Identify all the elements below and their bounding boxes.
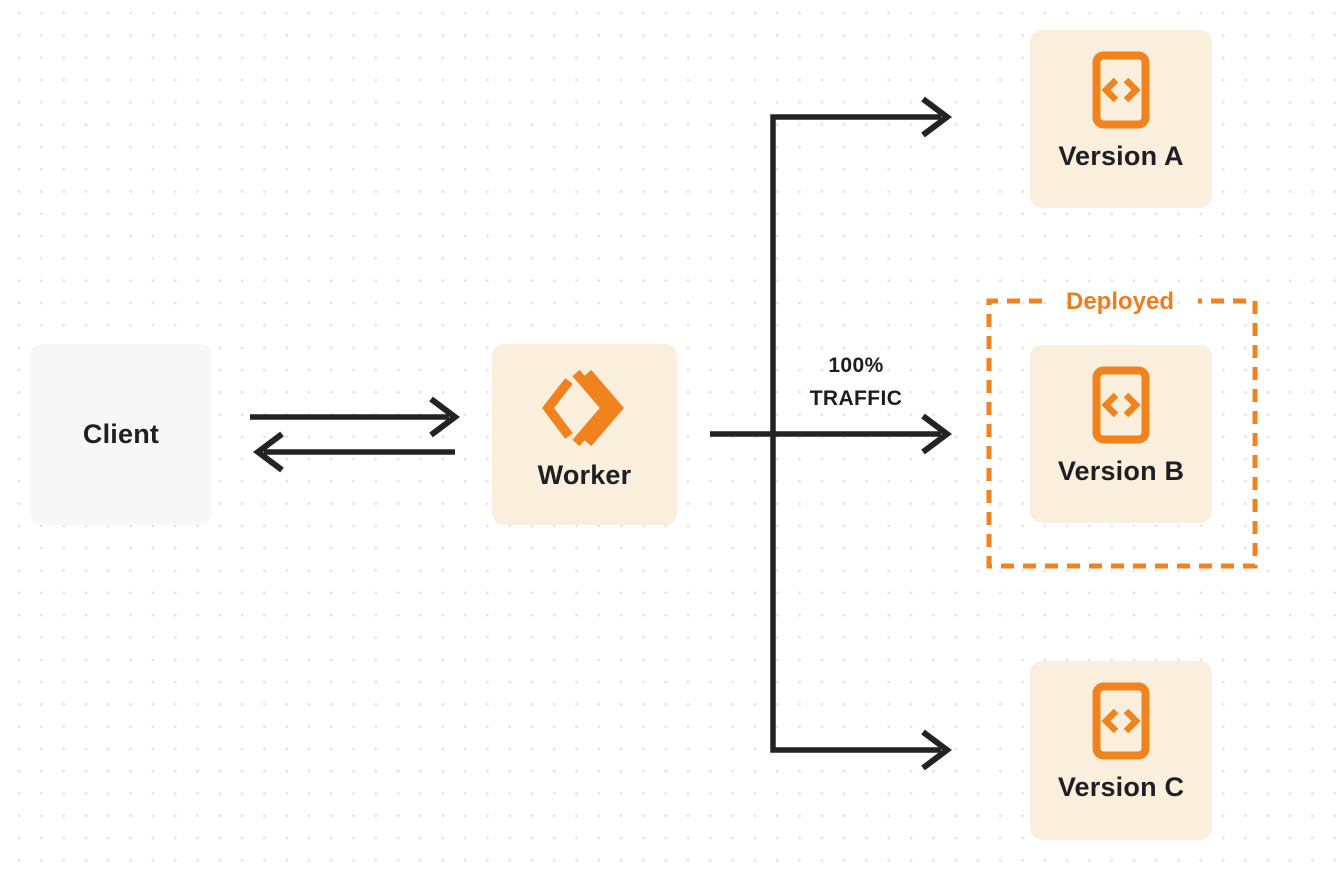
version-b-node: Version B	[1030, 345, 1212, 523]
client-node: Client	[30, 344, 212, 525]
version-b-label: Version B	[1057, 456, 1185, 486]
arrowhead-version-c	[921, 729, 952, 771]
traffic-word: TRAFFIC	[809, 387, 903, 410]
branch-trunk	[770, 96, 952, 771]
worker-to-version-b-arrow	[710, 413, 952, 455]
client-to-worker-arrow	[250, 396, 460, 438]
code-file-icon	[1092, 682, 1150, 760]
deployed-badge: Deployed	[1065, 288, 1175, 315]
code-file-icon	[1092, 51, 1150, 129]
version-c-label: Version C	[1057, 772, 1185, 802]
traffic-percentage-label: 100% TRAFFIC	[786, 349, 926, 415]
worker-label: Worker	[537, 460, 632, 490]
code-file-icon	[1092, 366, 1150, 444]
traffic-percentage-value: 100%	[828, 354, 884, 377]
arrowhead-version-a	[921, 96, 952, 138]
client-label: Client	[82, 419, 160, 449]
worker-node: Worker	[492, 344, 677, 525]
version-a-label: Version A	[1058, 141, 1184, 171]
version-c-node: Version C	[1030, 661, 1212, 840]
worker-to-client-arrow	[253, 431, 455, 473]
arrowhead-version-b	[921, 413, 952, 455]
workers-logo-icon	[536, 364, 634, 452]
version-a-node: Version A	[1030, 30, 1212, 208]
